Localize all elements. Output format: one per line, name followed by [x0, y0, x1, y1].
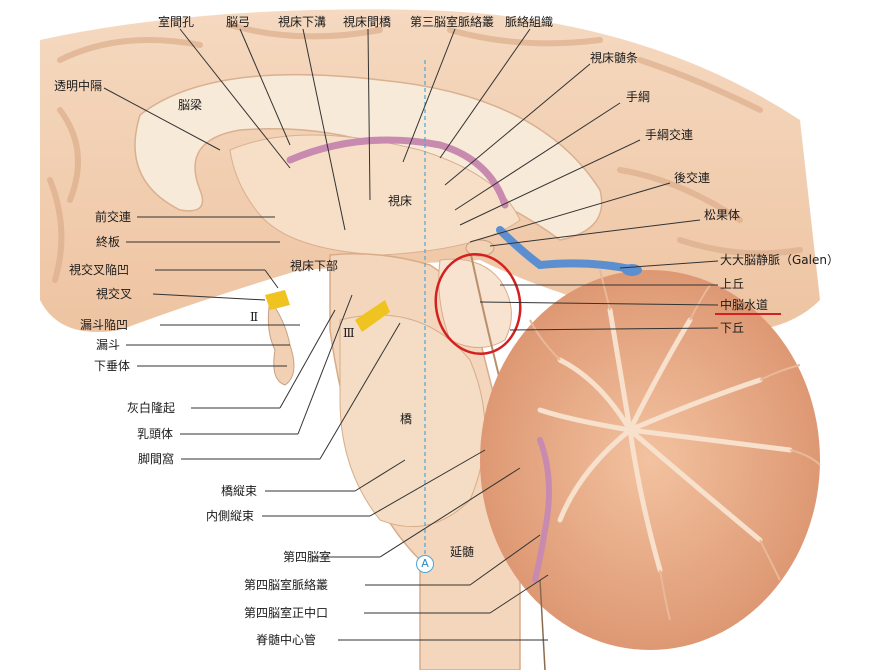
cerebellum-folia [537, 307, 793, 573]
section-marker-A: A [416, 555, 434, 573]
label-mammillary-body: 乳頭体 [137, 427, 174, 441]
vein-end [622, 264, 642, 276]
label-cranial-nerve-II: Ⅱ [250, 310, 259, 324]
label-superior-colliculus: 上丘 [720, 277, 745, 291]
hypophysis-shape [267, 298, 295, 386]
cerebellum-shape [480, 270, 820, 650]
label-fourth-ventricle: 第四脳室 [283, 550, 332, 564]
label-pons: 橋 [400, 412, 413, 426]
label-hypothalamus: 視床下部 [290, 259, 339, 273]
midbrain-tectum [438, 258, 512, 348]
label-great-cerebral-vein: 大大脳静脈（Galen） [720, 253, 839, 267]
label-infundibular-recess: 漏斗陥凹 [80, 318, 129, 332]
label-optic-recess: 視交叉陥凹 [69, 263, 130, 277]
thalamus-shape [229, 134, 521, 256]
label-hypophysis: 下垂体 [94, 359, 131, 373]
fourth-ventricle-choroid [532, 437, 552, 583]
aqueduct-highlight [434, 252, 522, 356]
label-cerebral-aqueduct: 中脳水道 [720, 298, 769, 312]
optic-nerve [265, 290, 290, 310]
label-anterior-commissure: 前交連 [95, 210, 132, 224]
label-habenular-commissure: 手綱交連 [645, 128, 694, 142]
label-choroid-plexus-third-ventricle: 第三脳室脈絡叢 [410, 15, 495, 29]
label-pineal-body: 松果体 [704, 208, 741, 222]
label-longitudinal-pontine-fibers: 橋縦束 [221, 484, 258, 498]
gyri-texture [47, 22, 803, 283]
label-central-canal: 脊髄中心管 [256, 633, 317, 647]
oculomotor-nerve [355, 300, 390, 332]
label-interventricular-foramen: 室間孔 [158, 15, 195, 29]
label-septum-pellucidum: 透明中隔 [54, 79, 103, 93]
label-infundibulum: 漏斗 [96, 338, 121, 352]
label-medial-longitudinal-fasciculus: 内側縦束 [206, 509, 255, 523]
label-corpus-callosum: 脳梁 [178, 98, 203, 112]
label-medulla-oblongata: 延髄 [450, 545, 475, 559]
label-posterior-commissure: 後交連 [674, 171, 711, 185]
central-canal-line [539, 579, 546, 670]
label-interpeduncular-fossa: 脚間窩 [138, 452, 175, 466]
label-stria-medullaris: 視床髄条 [590, 51, 639, 65]
label-choroid-plexus-fourth-ventricle: 第四脳室脈絡叢 [244, 578, 329, 592]
label-thalamus: 視床 [388, 194, 413, 208]
label-fornix: 脳弓 [226, 15, 251, 29]
label-habenula: 手綱 [626, 90, 651, 104]
label-hypothalamic-sulcus: 視床下溝 [278, 15, 327, 29]
cerebellum-folia-fine [529, 269, 821, 621]
label-inferior-colliculus: 下丘 [720, 321, 745, 335]
label-cranial-nerve-III: Ⅲ [343, 326, 355, 340]
label-tela-choroidea: 脈絡組織 [505, 15, 554, 29]
label-interthalamic-adhesion: 視床間橋 [343, 15, 392, 29]
pineal-body-shape [465, 239, 495, 257]
label-median-aperture: 第四脳室正中口 [244, 606, 329, 620]
label-lamina-terminalis: 終板 [96, 235, 121, 249]
label-optic-chiasm: 視交叉 [96, 287, 133, 301]
label-tuber-cinereum: 灰白隆起 [127, 401, 176, 415]
choroid-plexus-band [286, 136, 509, 209]
leader-lines [103, 28, 719, 641]
